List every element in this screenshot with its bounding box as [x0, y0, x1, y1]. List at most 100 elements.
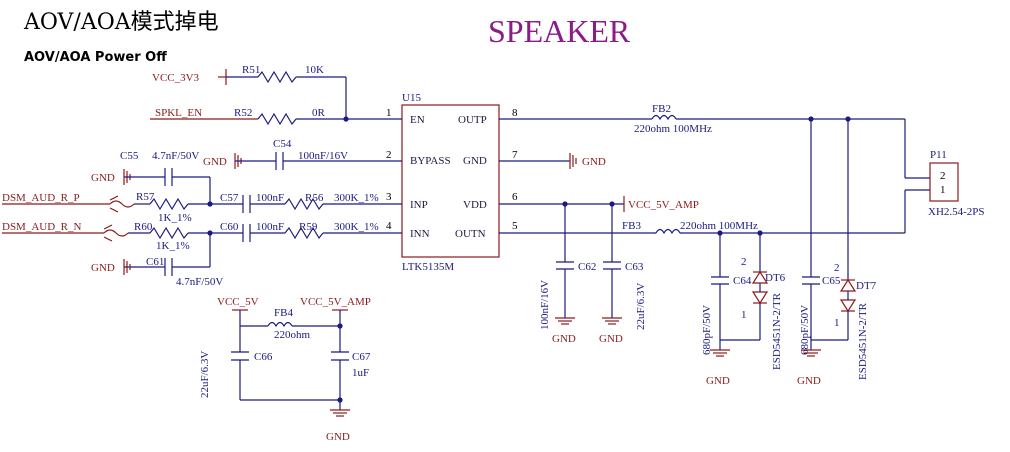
dt7-pin1: 1 [834, 317, 840, 329]
gnd-label-filter: GND [326, 431, 350, 443]
fb4-value: 220ohm [274, 329, 311, 341]
r51-value: 10K [305, 64, 324, 76]
p11-pin2: 2 [940, 170, 946, 182]
bypass-capacitor: GND C54 100nF/16V [203, 138, 370, 170]
c66-ref: C66 [254, 351, 273, 363]
pin-outn-name: OUTN [455, 228, 486, 240]
dt6-value: ESD5451N-2/TR [771, 292, 783, 370]
pin-outn-num: 5 [512, 220, 518, 232]
r60-ref: R60 [134, 221, 153, 233]
p11-ref: P11 [930, 149, 947, 161]
fb3-value: 220ohm 100MHz [680, 220, 758, 232]
fb3-ref: FB3 [622, 220, 641, 232]
gnd-label-c61: GND [91, 262, 115, 274]
fb4-ref: FB4 [274, 307, 293, 319]
ic-ref: U15 [402, 92, 421, 104]
c66-value: 22uF/6.3V [199, 351, 211, 398]
c55-value: 4.7nF/50V [152, 150, 199, 162]
net-vcc5v-amp-filter: VCC_5V_AMP [300, 296, 371, 308]
ic-gnd-connection: GND [531, 153, 606, 169]
amp-supply-filter: VCC_5V VCC_5V_AMP FB4 220ohm C66 22uF/6.… [199, 296, 371, 443]
dt6-pin2: 2 [741, 256, 747, 268]
c63-value: 22uF/6.3V [635, 283, 647, 330]
pin-inp-name: INP [410, 199, 428, 211]
dt6-pin1: 1 [741, 309, 747, 321]
fb2-value: 220ohm 100MHz [634, 123, 712, 135]
c60-ref: C60 [220, 221, 239, 233]
c54-value: 100nF/16V [298, 150, 348, 162]
c55-ref: C55 [120, 150, 139, 162]
amplifier-ic: U15 LTK5135M EN BYPASS INP INN OUTP GND … [370, 92, 531, 273]
pin-bypass-name: BYPASS [410, 155, 451, 167]
page-subtitle: AOV/AOA Power Off [24, 50, 167, 65]
r59-value: 300K_1% [334, 221, 379, 233]
pin-en-name: EN [410, 114, 425, 126]
r56-value: 300K_1% [334, 192, 379, 204]
pin-vdd-name: VDD [463, 199, 487, 211]
r51-ref: R51 [242, 64, 260, 76]
pin-outp-num: 8 [512, 107, 518, 119]
pin-inn-num: 4 [386, 220, 392, 232]
c65-value: 680pF/50V [799, 305, 811, 355]
inp-input-network: GND C55 4.7nF/50V DSM_AUD_R_P R57 1K_1% … [2, 150, 379, 224]
c61-ref: C61 [146, 256, 164, 268]
r57-ref: R57 [136, 191, 155, 203]
r52-value: 0R [312, 107, 326, 119]
net-dsm-aud-r-n: DSM_AUD_R_N [2, 221, 82, 233]
net-vcc3v3: VCC_3V3 [152, 72, 200, 84]
pin-inn-name: INN [410, 228, 430, 240]
page-title: AOV/AOA模式掉电 [23, 10, 219, 35]
gnd-label-c54: GND [203, 156, 227, 168]
c62-ref: C62 [578, 261, 596, 273]
c67-ref: C67 [352, 351, 371, 363]
c54-ref: C54 [273, 138, 292, 150]
outp-esd-protection: C65 680pF/50V DT7 2 1 ESD5451N-2/TR GND [797, 119, 877, 387]
pin-gnd-num: 7 [512, 149, 518, 161]
gnd-label-dt7: GND [797, 375, 821, 387]
outn-output-network: FB3 220ohm 100MHz [531, 189, 930, 236]
r60-value: 1K_1% [156, 240, 190, 252]
c57-value: 100nF [256, 192, 284, 204]
c60-value: 100nF [256, 221, 284, 233]
pin-outp-name: OUTP [458, 114, 487, 126]
c63-ref: C63 [625, 261, 644, 273]
net-spkl-en: SPKL_EN [155, 107, 202, 119]
r56-ref: R56 [305, 192, 324, 204]
r57-value: 1K_1% [158, 212, 192, 224]
pin-bypass-num: 2 [386, 149, 392, 161]
net-dsm-aud-r-p: DSM_AUD_R_P [2, 192, 80, 204]
net-vcc5v: VCC_5V [217, 296, 259, 308]
outn-esd-protection: C64 680pF/50V DT6 2 1 ESD5451N-2/TR GND [701, 233, 786, 387]
sheet-heading: SPEAKER [488, 13, 631, 49]
dt7-pin2: 2 [834, 262, 840, 274]
r59-ref: R59 [299, 221, 318, 233]
gnd-label-c63: GND [599, 333, 623, 345]
speaker-connector: P11 2 1 XH2.54-2PS [928, 149, 985, 218]
dt6-ref: DT6 [765, 272, 786, 284]
fb2-ref: FB2 [652, 103, 671, 115]
pin-vdd-num: 6 [512, 191, 518, 203]
c64-value: 680pF/50V [701, 305, 713, 355]
pin-en-num: 1 [386, 107, 392, 119]
p11-pin1: 1 [940, 184, 946, 196]
net-vcc5v-amp-vdd: VCC_5V_AMP [628, 199, 699, 211]
dt7-ref: DT7 [856, 280, 877, 292]
ic-part: LTK5135M [402, 261, 454, 273]
c62-value: 100nF/16V [539, 280, 551, 330]
vdd-decoupling: VCC_5V_AMP GND C62 100nF/16V GND C63 22u… [531, 196, 699, 345]
enable-network: VCC_3V3 R51 10K SPKL_EN R52 0R [150, 64, 370, 126]
pin-inp-num: 3 [386, 191, 392, 203]
c64-ref: C64 [733, 275, 752, 287]
outp-output-network: FB2 220ohm 100MHz [531, 103, 930, 179]
pin-gnd-name: GND [463, 155, 487, 167]
inn-input-network: DSM_AUD_R_N R60 1K_1% C60 100nF R59 300K… [2, 221, 379, 288]
gnd-label-pin7: GND [582, 156, 606, 168]
dt7-value: ESD5451N-2/TR [857, 302, 869, 380]
gnd-label-c62: GND [552, 333, 576, 345]
gnd-label-dt6: GND [706, 375, 730, 387]
gnd-label-c55: GND [91, 172, 115, 184]
c67-value: 1uF [352, 367, 369, 379]
c61-value: 4.7nF/50V [176, 276, 223, 288]
c57-ref: C57 [220, 192, 239, 204]
